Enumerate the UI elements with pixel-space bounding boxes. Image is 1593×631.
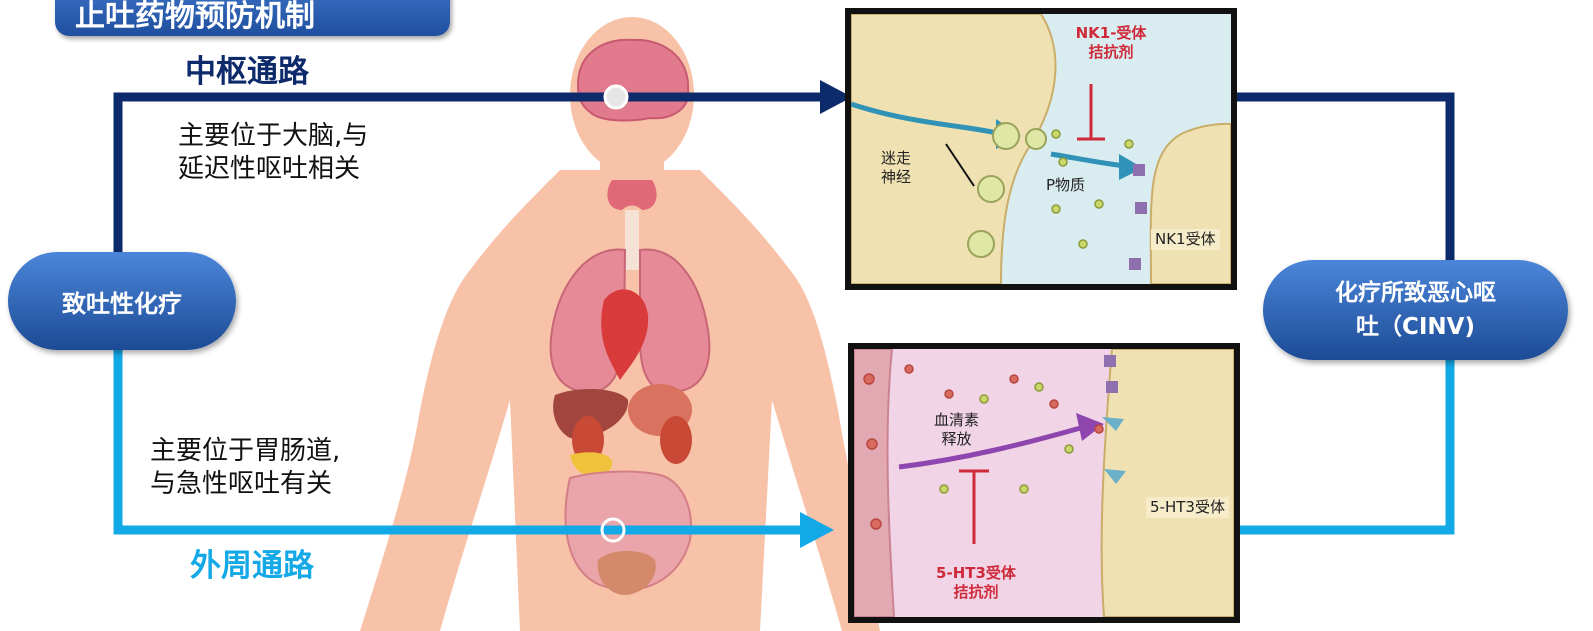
5ht3-mechanism-panel: 血清素 释放 5-HT3受体 5-HT3受体 拮抗剂: [848, 343, 1240, 623]
vagus-line-2: 神经: [881, 168, 911, 187]
nk1-antagonist-line-2: 拮抗剂: [1066, 43, 1156, 62]
central-path-description: 主要位于大脑,与 延迟性呕吐相关: [178, 120, 368, 186]
peripheral-desc-line-1: 主要位于胃肠道,: [150, 435, 340, 468]
vagus-line-1: 迷走: [881, 149, 911, 168]
nk1-antagonist-line-1: NK1-受体: [1066, 24, 1156, 43]
cinv-label-line-1: 化疗所致恶心呕: [1335, 276, 1496, 310]
cinv-node: 化疗所致恶心呕 吐（CINV): [1263, 260, 1568, 360]
kidney-right-icon: [660, 416, 692, 464]
vagus-nerve-label: 迷走 神经: [881, 149, 911, 187]
cinv-label-line-2: 吐（CINV): [1335, 310, 1496, 344]
thyroid-icon: [607, 180, 656, 210]
peripheral-desc-line-2: 与急性呕吐有关: [150, 468, 340, 501]
nk1-receptor-label: NK1受体: [1151, 229, 1220, 250]
central-junction-icon: [605, 86, 627, 108]
5ht3-antagonist-line-2: 拮抗剂: [926, 583, 1026, 602]
serotonin-line-1: 血清素: [934, 411, 979, 430]
brain-icon: [578, 40, 688, 121]
peripheral-path-label: 外周通路: [190, 540, 314, 585]
nk1-mechanism-panel: NK1-受体 拮抗剂 迷走 神经 P物质 NK1受体: [845, 8, 1237, 290]
trachea-icon: [625, 210, 639, 270]
substance-p-label: P物质: [1046, 176, 1085, 195]
nk1-antagonist-label: NK1-受体 拮抗剂: [1066, 24, 1156, 62]
serotonin-release-label: 血清素 释放: [934, 411, 979, 449]
5ht3-antagonist-line-1: 5-HT3受体: [926, 564, 1026, 583]
central-path-label: 中枢通路: [185, 46, 309, 91]
diagram-title: 止吐药物预防机制: [55, 0, 450, 36]
serotonin-line-2: 释放: [934, 430, 979, 449]
5ht3-mechanism-illustration: [854, 349, 1234, 617]
central-desc-line-1: 主要位于大脑,与: [178, 120, 368, 153]
5ht3-receptor-label: 5-HT3受体: [1146, 497, 1229, 518]
emetogenic-chemo-label: 致吐性化疗: [62, 284, 182, 319]
peripheral-path-description: 主要位于胃肠道, 与急性呕吐有关: [150, 435, 340, 501]
5ht3-antagonist-label: 5-HT3受体 拮抗剂: [926, 564, 1026, 602]
emetogenic-chemo-node: 致吐性化疗: [8, 252, 236, 350]
central-desc-line-2: 延迟性呕吐相关: [178, 153, 368, 186]
